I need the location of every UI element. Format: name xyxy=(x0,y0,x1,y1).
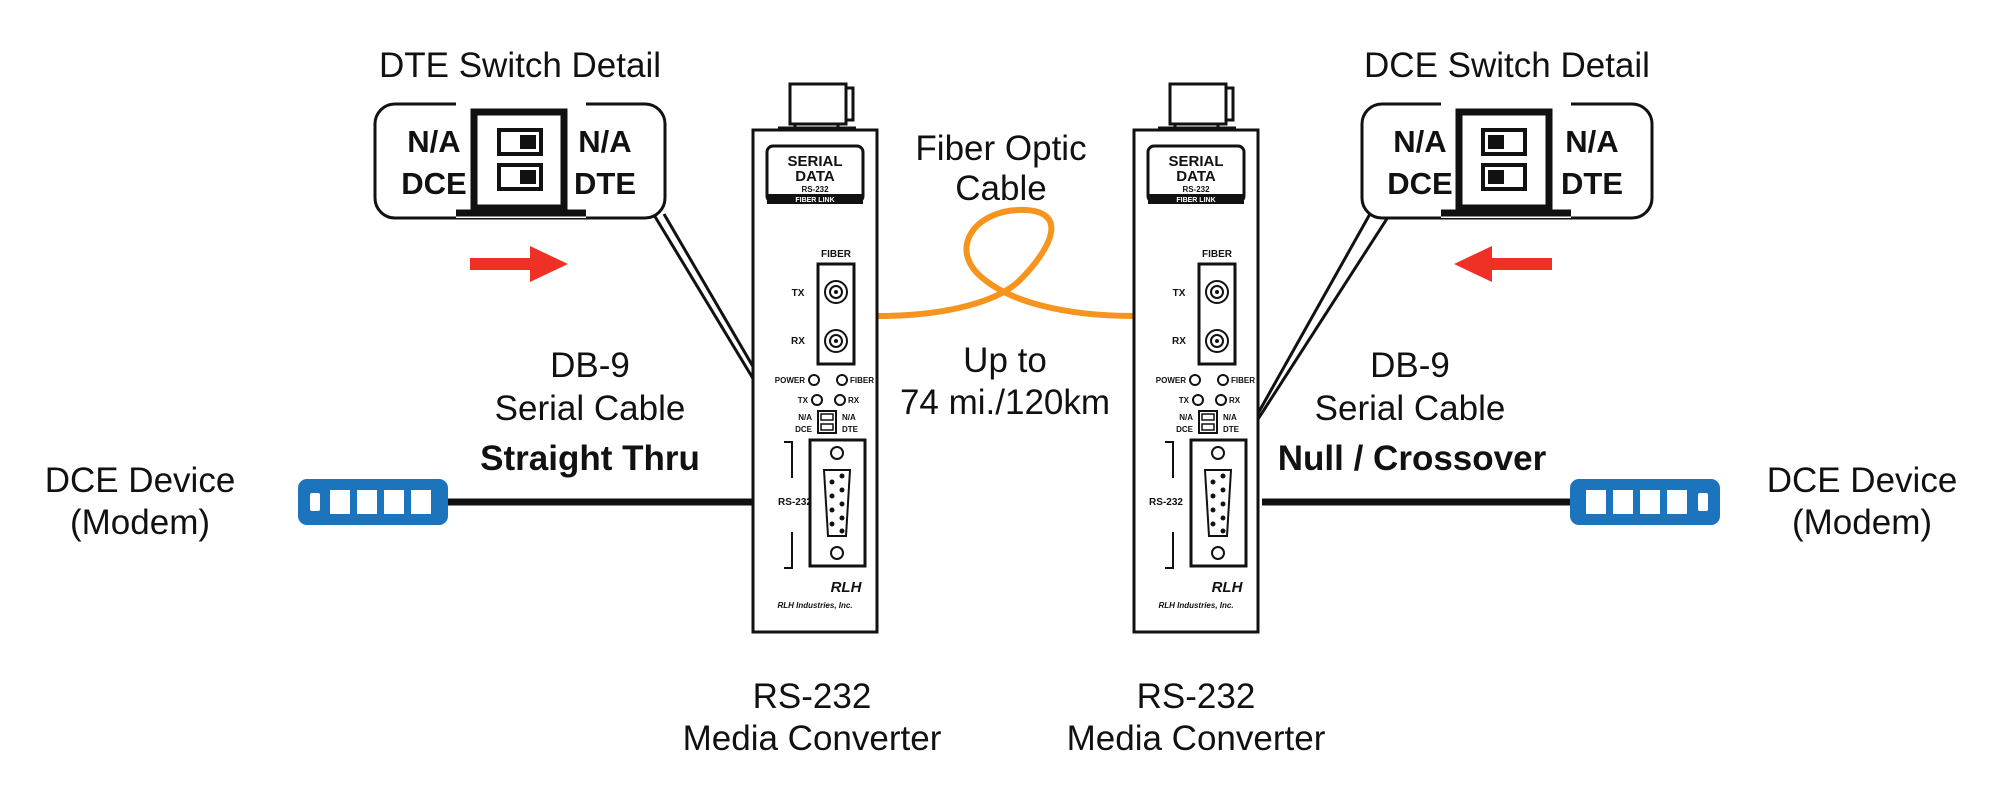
left-media-converter: SERIAL DATA RS-232 FIBER LINK FIBER TX R… xyxy=(751,82,879,634)
device-brand-line-2: DATA xyxy=(1176,168,1216,185)
tx-port-label: TX xyxy=(792,288,805,299)
maker-label: RLH Industries, Inc. xyxy=(777,601,852,610)
sw-right-top: N/A xyxy=(1223,413,1237,422)
sw-right-bottom: DTE xyxy=(842,425,859,434)
left-cable-label-line-1: DB-9 xyxy=(550,346,630,385)
tx-port-label: TX xyxy=(1173,288,1186,299)
left-converter-label-line-1: RS-232 xyxy=(753,677,872,716)
dte-switch-detail-title: DTE Switch Detail xyxy=(379,46,661,85)
right-cable-type: Null / Crossover xyxy=(1278,439,1547,478)
device-model: RS-232 xyxy=(1182,185,1210,194)
right-converter-label-line-1: RS-232 xyxy=(1137,677,1256,716)
rlh-logo: RLH xyxy=(1212,579,1244,596)
fiber-cable-label-line-1: Fiber Optic xyxy=(915,129,1086,168)
rs232-port-label: RS-232 xyxy=(778,497,812,508)
rx-port-label: RX xyxy=(1172,336,1186,347)
dte-switch-arrow xyxy=(470,246,568,282)
right-media-converter: SERIAL DATA RS-232 FIBER LINK FIBER TX R… xyxy=(1132,82,1260,634)
rx-led-label: RX xyxy=(1229,396,1241,405)
distance-label-line-2: 74 mi./120km xyxy=(900,383,1110,422)
sw-left-bottom: DCE xyxy=(795,425,813,434)
sw-right-bottom: DTE xyxy=(1223,425,1240,434)
sw-left-top: N/A xyxy=(798,413,812,422)
right-cable-label-line-1: DB-9 xyxy=(1370,346,1450,385)
fiber-led-label: FIBER xyxy=(850,376,874,385)
dce-detail-right-bottom: DTE xyxy=(1561,166,1623,201)
dce-detail-left-bottom: DCE xyxy=(1387,166,1452,201)
dce-switch-arrow xyxy=(1454,246,1552,282)
device-model: RS-232 xyxy=(801,185,829,194)
dte-detail-left-bottom: DCE xyxy=(401,166,466,201)
fiber-cable-label-line-2: Cable xyxy=(955,169,1046,208)
right-callout-pointer xyxy=(1245,204,1392,434)
fiber-led-label: FIBER xyxy=(1231,376,1255,385)
tx-led-label: TX xyxy=(798,396,809,405)
tx-led-label: TX xyxy=(1179,396,1190,405)
sw-left-bottom: DCE xyxy=(1176,425,1194,434)
rx-port-label: RX xyxy=(791,336,805,347)
right-device-label-line-2: (Modem) xyxy=(1792,503,1932,542)
left-cable-type: Straight Thru xyxy=(480,439,700,478)
rlh-logo: RLH xyxy=(831,579,863,596)
device-brand-line-2: DATA xyxy=(795,168,835,185)
fiber-port-label: FIBER xyxy=(1202,249,1233,260)
rx-led-label: RX xyxy=(848,396,860,405)
device-brand-line-1: SERIAL xyxy=(787,153,842,170)
right-db9-connector xyxy=(1570,479,1720,525)
dte-detail-right-top: N/A xyxy=(578,124,631,159)
power-led-label: POWER xyxy=(775,376,805,385)
left-cable-label-line-2: Serial Cable xyxy=(495,389,686,428)
distance-label-line-1: Up to xyxy=(963,341,1047,380)
sw-left-top: N/A xyxy=(1179,413,1193,422)
device-tagline: FIBER LINK xyxy=(1176,197,1215,204)
left-device-label-line-2: (Modem) xyxy=(70,503,210,542)
right-cable-label-line-2: Serial Cable xyxy=(1315,389,1506,428)
rs232-port-label: RS-232 xyxy=(1149,497,1183,508)
left-db9-connector xyxy=(298,479,448,525)
dce-switch-detail: N/A DCE N/A DTE xyxy=(1360,94,1654,220)
sw-right-top: N/A xyxy=(842,413,856,422)
device-tagline: FIBER LINK xyxy=(795,197,834,204)
left-device-label-line-1: DCE Device xyxy=(45,461,236,500)
maker-label: RLH Industries, Inc. xyxy=(1158,601,1233,610)
dte-detail-left-top: N/A xyxy=(407,124,460,159)
dce-detail-left-top: N/A xyxy=(1393,124,1446,159)
power-led-label: POWER xyxy=(1156,376,1186,385)
device-brand-line-1: SERIAL xyxy=(1168,153,1223,170)
right-device-label-line-1: DCE Device xyxy=(1767,461,1958,500)
left-converter-label-line-2: Media Converter xyxy=(683,719,942,758)
dce-switch-detail-title: DCE Switch Detail xyxy=(1364,46,1650,85)
right-converter-label-line-2: Media Converter xyxy=(1067,719,1326,758)
fiber-port-label: FIBER xyxy=(821,249,852,260)
dte-detail-right-bottom: DTE xyxy=(574,166,636,201)
dte-switch-detail: N/A DCE N/A DTE xyxy=(373,94,667,220)
dce-detail-right-top: N/A xyxy=(1565,124,1618,159)
fiber-optic-cable xyxy=(875,206,1137,319)
